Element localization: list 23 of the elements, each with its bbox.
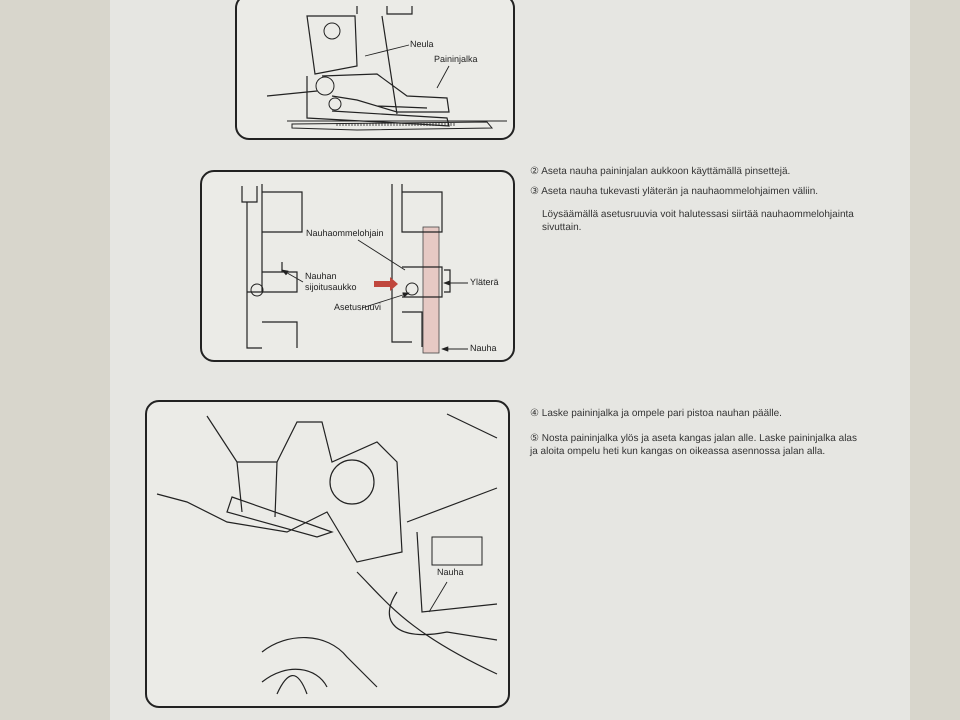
part-label: Nauha [437,567,471,578]
instruction-text: ② Aseta nauha paininjalan aukkoon käyttämällä pinsettejä. [530,166,792,178]
instruction-text: ③ Aseta nauha tukevasti yläterän ja nauhaommelohjaimen väliin. [530,186,820,198]
leader-line [362,292,410,308]
instruction-text: ⑤ Nosta paininjalka ylös ja aseta kangas jalan alle. Laske paininjalka alas ja aloita ompelu heti kun kangas on oikeassa asennossa jalan alla. [530,433,858,458]
part-label: Asetusruuvi [334,302,396,313]
part-label: Nauhaommelohjain [306,228,401,239]
part-label: Paininjalka [434,54,494,65]
illustration-panel [235,0,515,140]
leader-line [443,280,468,286]
leader-line [358,240,406,270]
part-label: Yläterä [470,277,510,288]
part-label: Nauhan sijoitusaukko [305,271,385,293]
leader-line [441,346,468,352]
leader-line [428,582,448,612]
part-label: Neula [410,39,452,50]
instruction-text: Löysäämällä asetusruuvia voit halutessasi siirtää nauhaommelohjainta sivuttain. [541,209,855,234]
part-label: Nauha [470,343,504,354]
leader-line [281,270,304,282]
instruction-text: ④ Laske paininjalka ja ompele pari pistoa nauhan päälle. [530,408,783,420]
leader-line [436,66,450,88]
illustration-panel [200,170,515,362]
leader-line [364,44,410,56]
